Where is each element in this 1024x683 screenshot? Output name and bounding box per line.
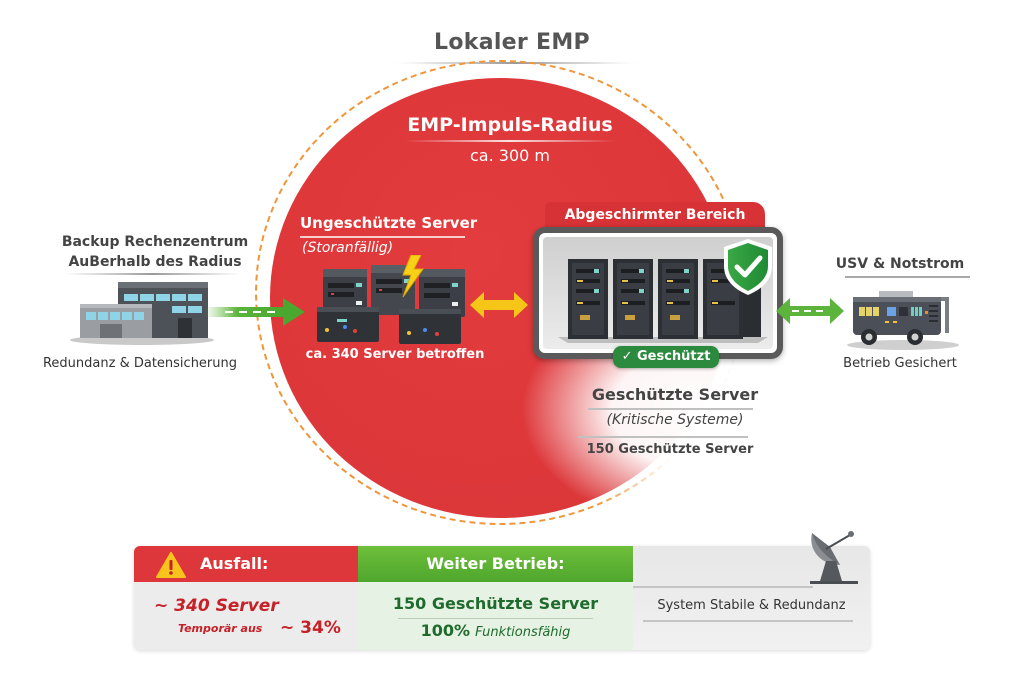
protected-servers-title: Geschützte Server xyxy=(591,385,759,404)
continued-operation-note: Funktionsfähig xyxy=(475,625,571,640)
server-unit-icon xyxy=(371,265,415,315)
unprotected-servers-title: Ungeschützte Server xyxy=(300,214,478,232)
bidirectional-arrow-icon xyxy=(470,292,528,318)
backup-datacenter-subtitle: Redundanz & Datensicherung xyxy=(42,356,238,371)
system-status-text: System Stabile & Redundanz xyxy=(657,598,846,613)
power-link-arrow-icon xyxy=(776,298,844,324)
continued-operation-column: Weiter Betrieb: 150 Geschützte Server 10… xyxy=(358,546,633,650)
warning-icon xyxy=(156,552,186,578)
satellite-dish-icon xyxy=(810,531,858,584)
failure-count: ~ 340 Server xyxy=(154,596,279,616)
backup-datacenter-title: Backup Rechenzentrum AuBerhalb des Radiu… xyxy=(40,232,270,272)
generator-icon xyxy=(847,291,959,350)
diagram-title: Lokaler EMP xyxy=(434,30,590,55)
continued-divider xyxy=(398,618,593,619)
ups-title: USV & Notstrom xyxy=(835,256,965,272)
unprotected-divider xyxy=(300,236,465,238)
unprotected-servers-count: ca. 340 Server betroffen xyxy=(305,347,485,362)
failure-note: Temporär aus xyxy=(178,622,263,635)
control-unit-icon xyxy=(399,309,461,344)
system-divider xyxy=(633,586,813,588)
server-cabinet-icon xyxy=(568,259,608,339)
continued-operation-percent: 100% xyxy=(420,621,471,640)
system-divider xyxy=(643,620,853,622)
shield-check-icon xyxy=(724,239,772,295)
failure-header: Ausfall: xyxy=(134,546,358,582)
server-unit-icon xyxy=(419,269,465,317)
server-cabinet-icon xyxy=(613,259,653,339)
emp-radius-title: EMP-Impuls-Radius xyxy=(407,114,613,136)
failure-label: Ausfall: xyxy=(200,554,269,573)
continued-operation-header: Weiter Betrieb: xyxy=(358,546,633,582)
protected-status-badge: ✓ Geschützt xyxy=(613,346,719,368)
protected-divider xyxy=(578,436,748,438)
status-summary-panel: Ausfall: ~ 340 Server Temporär aus ~ 34%… xyxy=(134,546,870,650)
ups-subtitle: Betrieb Gesichert xyxy=(843,356,957,371)
unprotected-servers-subtitle: (Storanfällig) xyxy=(302,240,394,256)
unprotected-server-rack-icon xyxy=(317,255,465,344)
protected-servers-count: 150 Geschützte Server xyxy=(586,442,754,457)
ups-divider xyxy=(845,276,970,278)
backup-title-line2: AuBerhalb des Radius xyxy=(68,254,242,270)
shielded-area-label: Abgeschirmter Bereich xyxy=(545,202,765,228)
protected-servers-subtitle: (Kritische Systeme) xyxy=(606,412,744,428)
emp-radius-value: ca. 300 m xyxy=(470,146,550,165)
failure-percent: ~ 34% xyxy=(280,618,341,638)
protected-divider xyxy=(588,408,753,410)
backup-link-arrow-icon xyxy=(205,298,305,326)
backup-divider xyxy=(65,273,240,275)
emp-radius-divider xyxy=(405,140,615,142)
lightning-icon xyxy=(402,255,424,298)
backup-title-line1: Backup Rechenzentrum xyxy=(61,234,249,250)
control-unit-icon xyxy=(317,307,379,342)
server-cabinet-icon xyxy=(658,259,698,339)
continued-operation-count: 150 Geschützte Server xyxy=(392,594,599,613)
failure-status-column: Ausfall: ~ 340 Server Temporär aus ~ 34% xyxy=(134,546,358,650)
continued-operation-percent-line: 100% Funktionsfähig xyxy=(358,621,633,640)
building-icon xyxy=(70,282,214,345)
server-unit-icon xyxy=(323,269,367,313)
